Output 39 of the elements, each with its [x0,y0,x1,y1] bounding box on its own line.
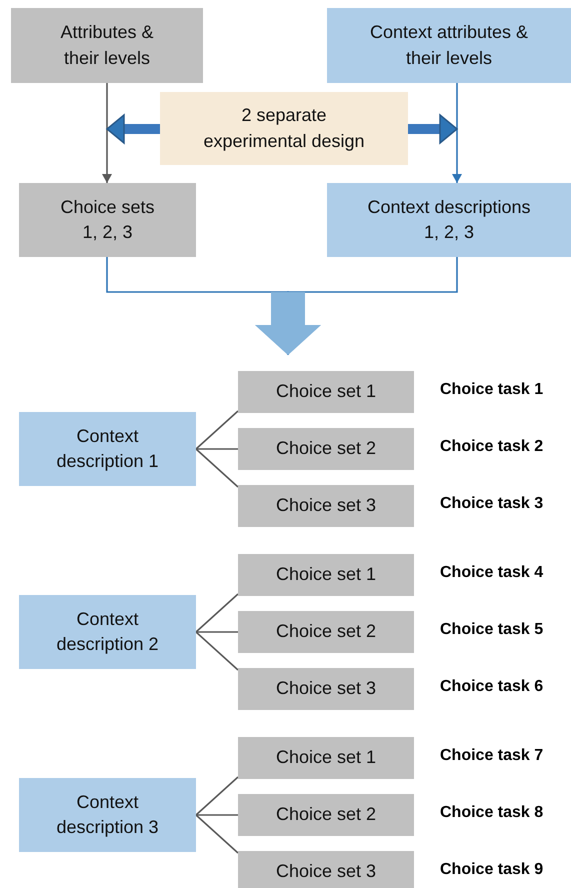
arrow [452,83,462,183]
process-box: Choice set 1 [238,554,414,596]
connector-line [196,448,238,450]
process-box: Choice set 2 [238,794,414,836]
process-box: Context attributes & their levels [327,8,571,83]
connector-line [195,593,239,633]
process-box: Choice set 2 [238,428,414,470]
block-arrow [408,114,458,144]
task-label: Choice task 1 [440,381,544,399]
connector-line [195,776,239,816]
process-box: Choice sets 1, 2, 3 [19,183,196,257]
process-box: Choice set 3 [238,485,414,527]
process-box: Context description 1 [19,412,196,486]
task-label: Choice task 3 [440,495,544,513]
connector-line [196,814,238,816]
task-label: Choice task 9 [440,861,544,879]
task-label: Choice task 5 [440,621,544,639]
connector-line [195,814,239,854]
task-label: Choice task 8 [440,804,544,822]
connector-line [195,410,239,450]
task-label: Choice task 2 [440,438,544,456]
process-box: Choice set 1 [238,737,414,779]
block-arrow [106,114,160,144]
process-box: Choice set 3 [238,851,414,888]
arrow [102,83,112,183]
process-box: Choice set 3 [238,668,414,710]
connector-line [196,631,238,633]
connector-line [195,448,239,488]
process-box: Attributes & their levels [11,8,203,83]
task-label: Choice task 7 [440,747,544,765]
process-box: Context description 2 [19,595,196,669]
process-box: Choice set 2 [238,611,414,653]
task-label: Choice task 6 [440,678,544,696]
connector-line [195,631,239,671]
process-box: Context descriptions 1, 2, 3 [327,183,571,257]
task-label: Choice task 4 [440,564,544,582]
note-box: 2 separate experimental design [160,92,408,165]
process-box: Context description 3 [19,778,196,852]
process-box: Choice set 1 [238,371,414,413]
